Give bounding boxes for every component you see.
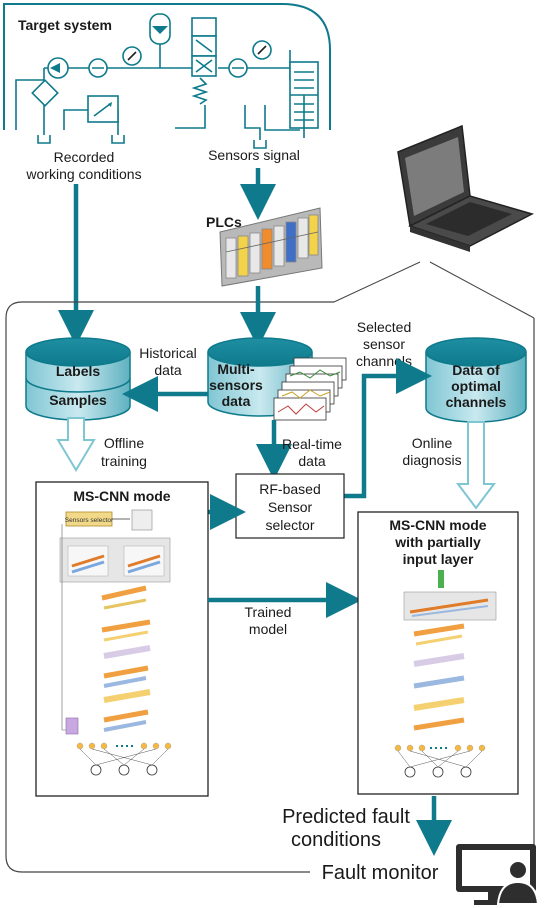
- mscnn2-line1: MS-CNN mode: [389, 517, 486, 533]
- trained-line2: model: [249, 621, 287, 637]
- plcs-label: PLCs: [206, 214, 242, 230]
- arrow-offline-training: [56, 417, 96, 472]
- rf-line2: Sensor: [268, 499, 313, 515]
- online-line2: diagnosis: [402, 452, 461, 468]
- predicted-line1: Predicted fault: [282, 806, 410, 828]
- fault-monitor-icon: [456, 844, 536, 905]
- optimal-line2: optimal: [451, 378, 501, 394]
- samples-label: Samples: [49, 392, 107, 408]
- mscnn2-line2: with partially: [394, 534, 481, 550]
- fault-monitor-label: Fault monitor: [322, 862, 439, 884]
- optimal-line3: channels: [446, 394, 507, 410]
- mscnn-partial-box: [357, 511, 519, 795]
- rf-sensor-selector-box: [235, 473, 345, 539]
- rf-line3: selector: [265, 517, 314, 533]
- selected-line3: channels: [356, 353, 412, 369]
- mscnn-architecture-thumbnail: Sensors selector: [59, 509, 172, 776]
- online-line1: Online: [412, 435, 453, 451]
- plc-icon: [219, 207, 323, 287]
- labels-samples-database: [25, 337, 131, 421]
- multi-line1: Multi-: [217, 361, 255, 377]
- optimal-channels-database: [425, 337, 527, 423]
- user-icon: [496, 860, 540, 905]
- labels-label: Labels: [56, 363, 101, 379]
- optimal-line1: Data of: [452, 362, 500, 378]
- arrow-online-diagnosis: [456, 421, 496, 510]
- system-frame: [5, 301, 334, 873]
- multi-line3: data: [222, 393, 251, 409]
- sensors-selector-small: Sensors selector: [65, 517, 114, 524]
- realtime-line2: data: [298, 453, 325, 469]
- historical-line1: Historical: [139, 345, 197, 361]
- selected-line2: sensor: [363, 336, 405, 352]
- historical-line2: data: [154, 362, 181, 378]
- recorded-line2: working conditions: [25, 166, 141, 182]
- offline-line2: training: [101, 453, 147, 469]
- target-system-label: Target system: [18, 17, 112, 33]
- signal-cards-icon: [273, 357, 347, 421]
- recorded-line1: Recorded: [54, 149, 115, 165]
- realtime-line1: Real-time: [282, 436, 342, 452]
- hydraulic-cylinder-icon: [289, 61, 319, 138]
- mscnn2-line3: input layer: [403, 551, 474, 567]
- arrow-selected-channels: [344, 358, 432, 499]
- mscnn-title: MS-CNN mode: [73, 488, 170, 504]
- predicted-line2: conditions: [291, 829, 381, 851]
- mscnn-mode-box: [35, 481, 209, 797]
- offline-line1: Offline: [104, 435, 144, 451]
- sensors-signal-label: Sensors signal: [208, 147, 300, 163]
- filter-icon: [31, 79, 59, 107]
- trained-line1: Trained: [245, 604, 292, 620]
- target-system-schematic: Target system: [3, 3, 331, 149]
- laptop-icon: [397, 124, 535, 252]
- multi-line2: sensors: [209, 377, 263, 393]
- mscnn-partial-architecture-thumbnail: [394, 570, 497, 778]
- directional-valve-icon: [191, 17, 217, 77]
- selected-line1: Selected: [357, 319, 411, 335]
- rf-line1: RF-based: [259, 481, 320, 497]
